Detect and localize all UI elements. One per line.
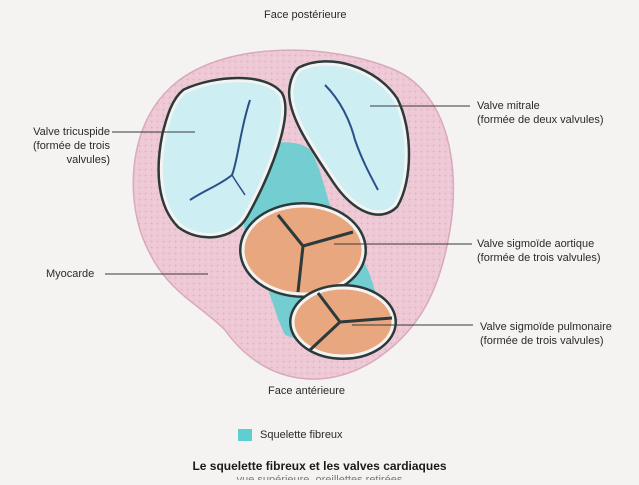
myocarde-label: Myocarde bbox=[46, 267, 94, 281]
valve-sigmoide-aortique bbox=[243, 206, 363, 294]
figure-caption: Le squelette fibreux et les valves cardi… bbox=[0, 459, 639, 473]
mitrale-label: Valve mitrale (formée de deux valvules) bbox=[477, 99, 604, 127]
pulmonaire-label: Valve sigmoïde pulmonaire (formée de tro… bbox=[480, 320, 612, 348]
legend-label: Squelette fibreux bbox=[260, 429, 343, 441]
face-anterieure-label: Face antérieure bbox=[268, 384, 345, 398]
figure-subcaption: vue supérieure, oreillettes retirées bbox=[0, 474, 639, 480]
legend: Squelette fibreux bbox=[238, 429, 343, 441]
face-posterieure-label: Face postérieure bbox=[264, 8, 347, 22]
legend-swatch bbox=[238, 429, 252, 441]
tricuspide-label: Valve tricuspide (formée de trois valvul… bbox=[10, 125, 110, 167]
valve-sigmoide-pulmonaire bbox=[293, 288, 393, 356]
aortique-label: Valve sigmoïde aortique (formée de trois… bbox=[477, 237, 601, 265]
